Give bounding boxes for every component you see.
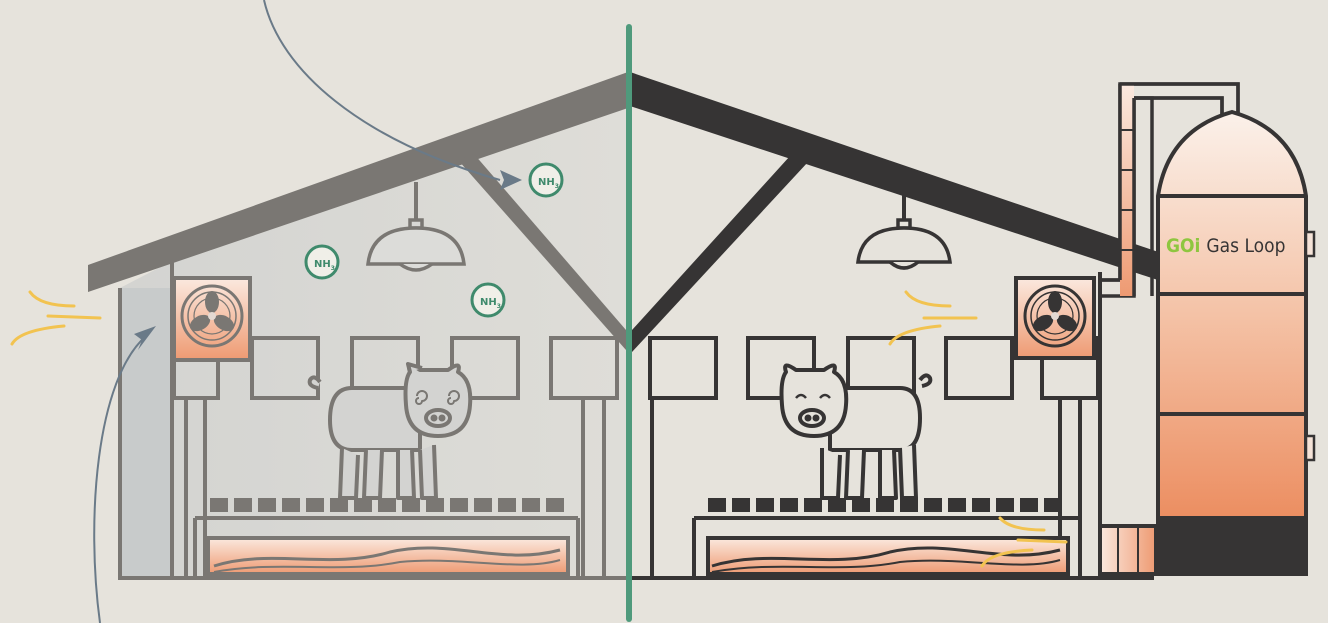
lamp-icon [366, 218, 466, 272]
comparison-divider [626, 24, 632, 622]
manure-pit [206, 536, 570, 576]
gas-loop-name: Gas Loop [1206, 235, 1285, 257]
ammonia-bubble-icon: NH3 [470, 282, 506, 318]
gas-loop-brand: GOi [1166, 235, 1200, 257]
slatted-floor-right [708, 498, 1062, 512]
pig-dizzy-icon [307, 362, 473, 500]
barn-after: GOi Gas Loop [630, 72, 1316, 580]
arrow-head-icon [500, 170, 522, 190]
wind-icon [10, 290, 102, 346]
gas-loop-logo: GOi Gas Loop [1166, 235, 1285, 257]
pen-panel [250, 336, 320, 400]
fan-icon [172, 276, 252, 362]
barn-before: NH3 NH3 NH3 [10, 0, 628, 623]
ammonia-bubble-icon: NH3 [528, 162, 564, 198]
slatted-floor-left [210, 498, 564, 512]
wind-icon [888, 290, 1068, 568]
scrubber-tower-icon [1156, 109, 1316, 576]
arrow-head-icon [134, 326, 156, 350]
pig-happy-icon [779, 363, 933, 500]
lamp-icon [856, 218, 952, 270]
roof-brace-left [458, 154, 626, 350]
roof-right [630, 72, 1176, 286]
roof-left [88, 72, 628, 292]
svg-text:NH3: NH3 [314, 259, 335, 272]
svg-text:NH3: NH3 [538, 177, 559, 190]
roof-brace-right [632, 156, 808, 352]
tower-inlet-duct [1098, 524, 1158, 576]
airflow-arrow [93, 0, 501, 623]
ammonia-bubble-icon: NH3 [304, 244, 340, 280]
pen-panel [549, 336, 619, 400]
svg-text:NH3: NH3 [480, 297, 501, 310]
fan-icon [1014, 276, 1096, 360]
